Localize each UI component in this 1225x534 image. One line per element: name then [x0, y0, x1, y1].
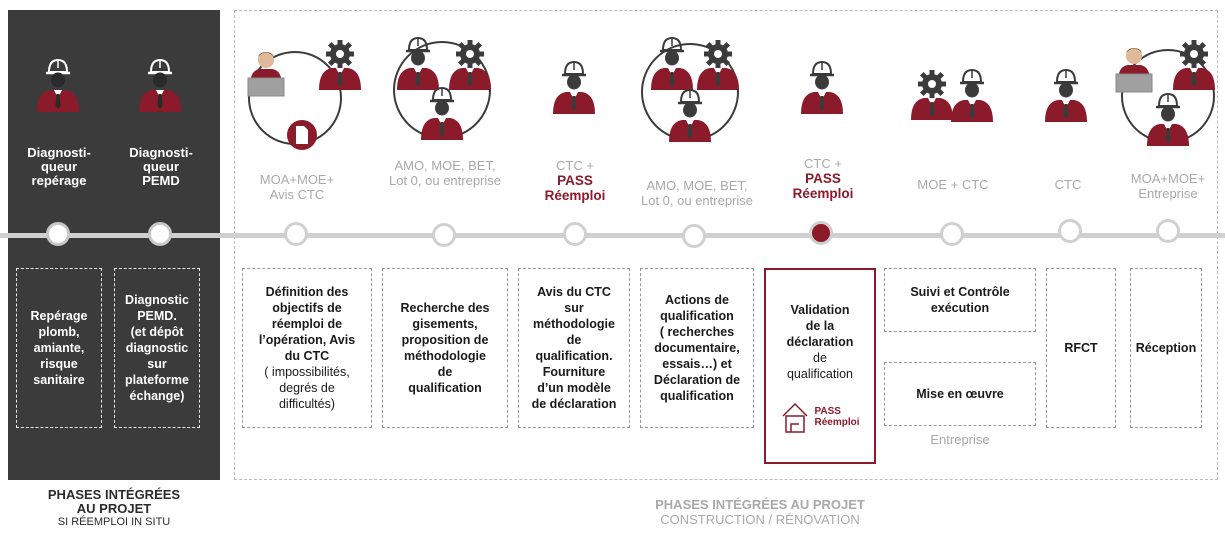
- timeline-dot: [432, 223, 456, 247]
- engineer-gear-icon: [697, 40, 739, 90]
- logo-line1: PASS: [814, 406, 841, 417]
- worker-icon: [395, 36, 441, 92]
- step-box-9-bold: Réception: [1135, 341, 1197, 355]
- role-label-3: CTC + PASS Réemploi: [530, 158, 620, 203]
- house-logo-icon: [782, 402, 809, 433]
- role-label-3-text: CTC +: [556, 158, 594, 173]
- left-footer-line2: AU PROJET: [76, 501, 152, 516]
- role-label-6: MOE + CTC: [917, 177, 989, 192]
- engineer-gear-icon: [911, 70, 953, 120]
- worker-icon: [1145, 92, 1191, 148]
- role-label-7: CTC: [1054, 177, 1082, 192]
- step-box-1-normal: ( impossibilités, degrés de difficultés): [264, 365, 350, 411]
- step-box-3-bold: Avis du CTC sur méthodologie de qualific…: [531, 285, 617, 411]
- step-box-6: Suivi et Contrôle exécution: [884, 268, 1036, 332]
- step-box-7-bold: Mise en œuvre: [916, 387, 1004, 401]
- left-footer-line1: PHASES INTÉGRÉES: [47, 487, 181, 502]
- right-footer-line2: CONSTRUCTION / RÉNOVATION: [660, 512, 860, 527]
- controller-icon: [799, 60, 845, 116]
- engineer-gear-icon: [319, 40, 361, 90]
- step-box-pemd: Diagnostic PEMD. (et dépôt diagnostic su…: [114, 268, 200, 428]
- step-box-4: Actions de qualification ( recherches do…: [640, 268, 754, 428]
- presenter-icon: [247, 51, 285, 97]
- step-box-9: Réception: [1130, 268, 1202, 428]
- role-label-5-text: CTC +: [804, 156, 842, 171]
- step-box-8: RFCT: [1046, 268, 1116, 428]
- step-box-6-bold: Suivi et Contrôle exécution: [910, 285, 1010, 315]
- right-footer: PHASES INTÉGRÉES AU PROJET CONSTRUCTION …: [560, 497, 960, 527]
- controller-icon: [551, 60, 597, 116]
- pass-reemploi-label: PASS Réemploi: [792, 171, 854, 201]
- diagnostician-icon: [137, 58, 183, 114]
- timeline-dot: [563, 222, 587, 246]
- step-box-1: Définition des objectifs de réemploi de …: [242, 268, 372, 428]
- timeline-dot: [940, 222, 964, 246]
- entreprise-label: Entreprise: [930, 432, 990, 447]
- step-box-2-bold: Recherche des gisements, proposition de …: [400, 301, 490, 395]
- timeline-dot: [682, 224, 706, 248]
- role-label-8: MOA+MOE+ Entreprise: [1130, 171, 1206, 201]
- step-box-2: Recherche des gisements, proposition de …: [382, 268, 508, 428]
- worker-icon: [419, 86, 465, 142]
- timeline-dot: [284, 222, 308, 246]
- timeline-dot: [1156, 219, 1180, 243]
- logo-line2: Réemploi: [814, 417, 860, 428]
- timeline-dot: [148, 222, 172, 246]
- project-phase-frame: [234, 10, 1218, 480]
- role-label-4: AMO, MOE, BET, Lot 0, ou entreprise: [640, 178, 754, 208]
- pass-reemploi-label: PASS Réemploi: [544, 173, 606, 203]
- role-label-1: MOA+MOE+ Avis CTC: [259, 172, 335, 202]
- timeline-dot-active: [809, 221, 833, 245]
- role-label-diagnostician-reperage: Diagnosti- queur repérage: [27, 145, 91, 188]
- step-box-4-bold: Actions de qualification ( recherches do…: [653, 293, 741, 403]
- worker-icon: [649, 36, 695, 92]
- role-label-2: AMO, MOE, BET, Lot 0, ou entreprise: [388, 158, 502, 188]
- step-box-3: Avis du CTC sur méthodologie de qualific…: [518, 268, 630, 428]
- pass-reemploi-logo: PASS Réemploi: [780, 400, 860, 434]
- step-box-5-normal: de qualification: [786, 351, 853, 381]
- step-box-7: Mise en œuvre: [884, 362, 1036, 426]
- role-label-5: CTC + PASS Réemploi: [778, 156, 868, 201]
- timeline-dot: [1058, 219, 1082, 243]
- role-label-diagnostician-pemd: Diagnosti- queur PEMD: [129, 145, 193, 188]
- step-box-5-validation: Validation de la déclaration de qualific…: [764, 268, 876, 464]
- step-box-8-bold: RFCT: [1064, 341, 1098, 355]
- timeline: [0, 233, 1225, 238]
- timeline-dot: [46, 222, 70, 246]
- step-box-reperage: Repérage plomb, amiante, risque sanitair…: [16, 268, 102, 428]
- worker-icon: [949, 68, 995, 124]
- step-box-5-bold: Validation de la déclaration: [786, 303, 854, 349]
- left-footer: PHASES INTÉGRÉES AU PROJET SI RÉEMPLOI I…: [8, 488, 220, 529]
- engineer-gear-icon: [449, 40, 491, 90]
- right-footer-line1: PHASES INTÉGRÉES AU PROJET: [655, 497, 865, 512]
- diagnostician-icon: [35, 58, 81, 114]
- worker-icon: [667, 88, 713, 144]
- left-footer-line3: SI RÉEMPLOI IN SITU: [57, 516, 171, 528]
- controller-icon: [1043, 68, 1089, 124]
- engineer-gear-icon: [1173, 40, 1215, 90]
- step-box-1-bold: Définition des objectifs de réemploi de …: [258, 285, 356, 363]
